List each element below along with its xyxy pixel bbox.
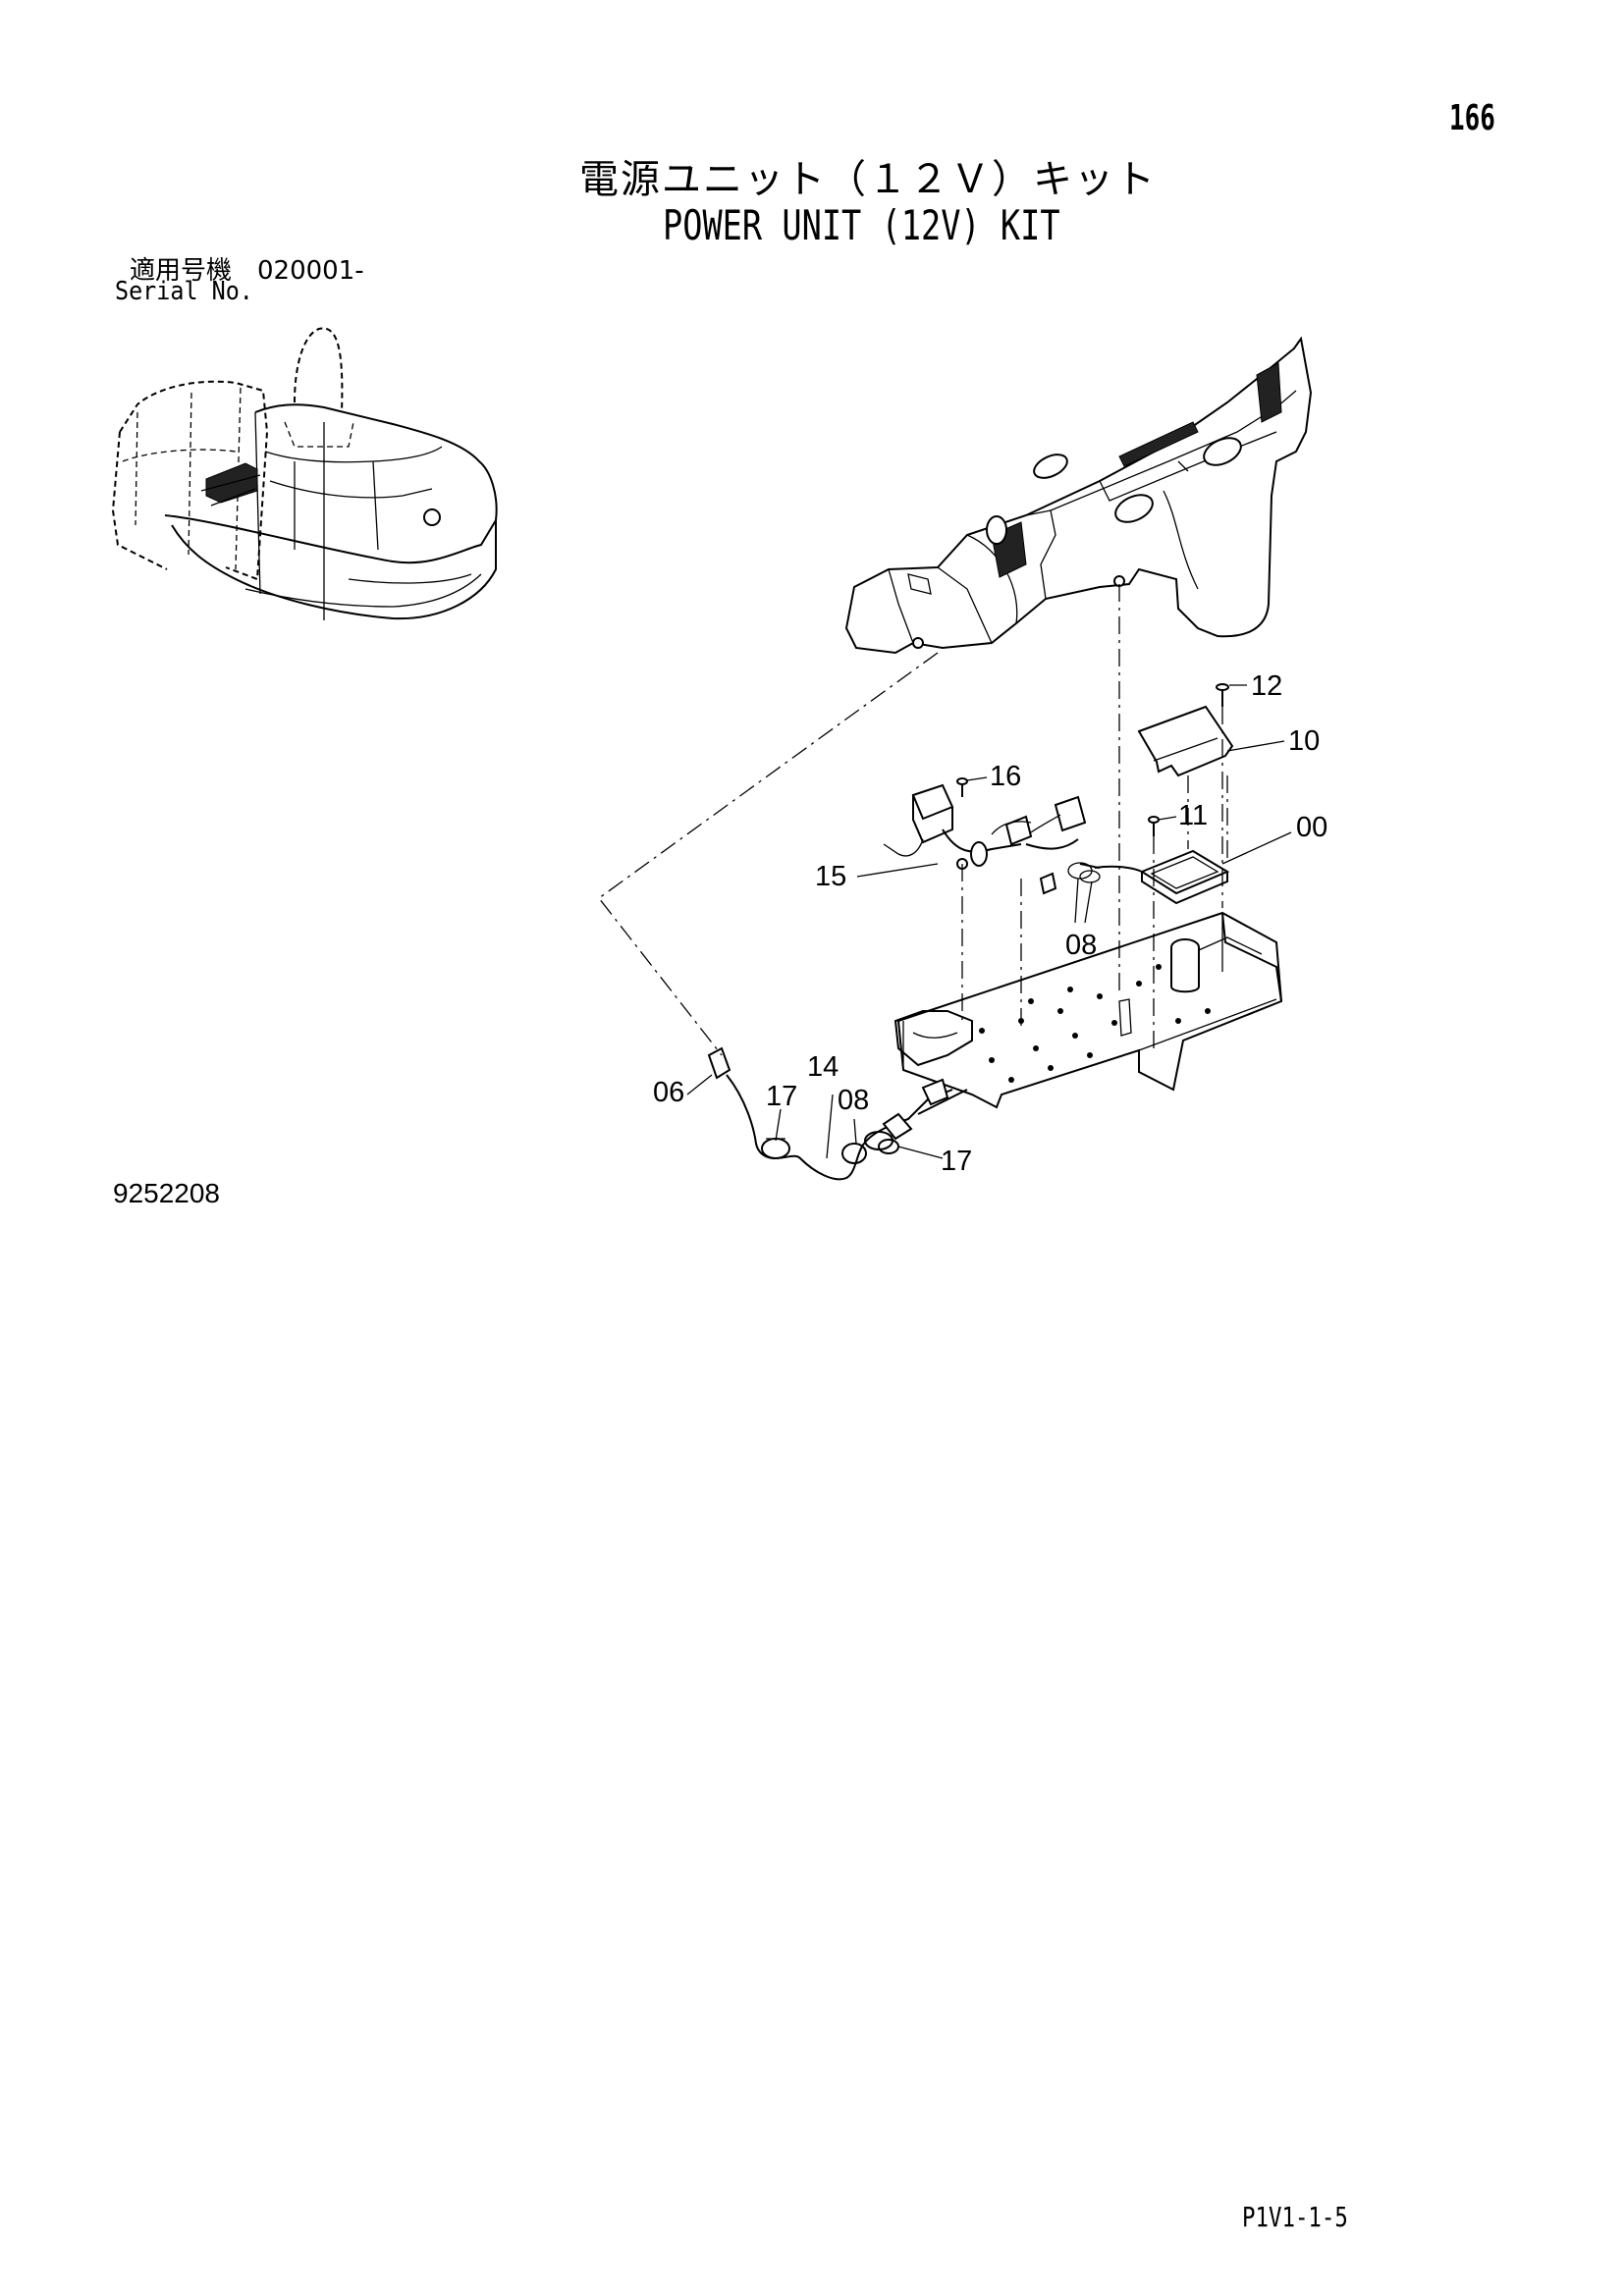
callout-06: 06 (653, 1077, 684, 1108)
serial-label-japanese: 適用号機 020001- (130, 256, 364, 286)
callout-11: 11 (1178, 800, 1208, 831)
title-japanese: 電源ユニット（１２Ｖ）キット (579, 157, 1157, 202)
callout-14: 14 (807, 1051, 839, 1083)
title-english: POWER UNIT (12V) KIT (663, 201, 1060, 249)
page-code: P1V1-1-5 (1242, 2201, 1348, 2233)
callout-17-left: 17 (766, 1081, 797, 1112)
callout-leader-lines (686, 684, 1292, 1159)
page-number: 166 (1449, 98, 1495, 138)
callout-16: 16 (990, 761, 1021, 792)
callout-15: 15 (815, 861, 846, 892)
harness-cable-illustration (707, 1046, 968, 1181)
serial-label-english: Serial No. (115, 277, 253, 306)
console-panel-illustration (844, 336, 1313, 655)
callout-00: 00 (1296, 812, 1327, 843)
screw-16 (956, 777, 968, 797)
callout-08-lower: 08 (838, 1085, 869, 1116)
screw-11 (1148, 816, 1160, 836)
floor-plate-illustration (893, 911, 1283, 1109)
callout-labels: 12 10 16 11 00 15 08 14 06 17 08 17 (653, 670, 1327, 1177)
callout-17-right: 17 (941, 1146, 972, 1177)
callout-10: 10 (1288, 725, 1320, 757)
power-unit-illustration (1094, 849, 1230, 905)
screw-12 (1216, 683, 1229, 707)
callout-12: 12 (1251, 670, 1282, 702)
assembly-center-lines (598, 584, 1228, 1056)
cover-plate-edge (1153, 737, 1218, 762)
relay-harness-illustration (883, 783, 1101, 895)
callout-08-upper: 08 (1065, 930, 1097, 961)
cover-plate-illustration (1137, 705, 1234, 777)
excavator-overview-illustration (111, 327, 498, 620)
drawing-number: 9252208 (113, 1178, 221, 1208)
